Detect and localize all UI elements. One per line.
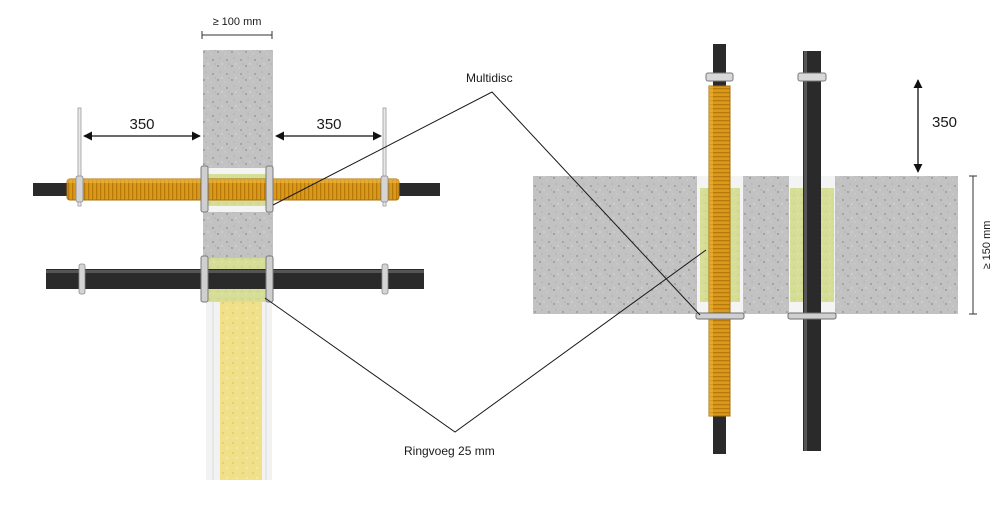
floor-collar-insulated (695, 312, 745, 320)
wall-thickness-label: ≥ 100 mm (213, 16, 262, 28)
floor-collar-bare (787, 312, 837, 320)
soft-insulation-wall (220, 302, 262, 480)
multidisc-leader (272, 91, 701, 316)
collar-right-bottom (265, 255, 274, 303)
hanger-rod-left (77, 107, 82, 207)
wall-section-view: ≥ 100 mm 350 (33, 16, 440, 480)
support-distance-left-label: 350 (129, 116, 154, 133)
collar-right-top (265, 165, 274, 213)
pipe-clip-right (381, 263, 389, 295)
floor-section-view: 350 ≥ 150 mm (533, 44, 993, 454)
hanger-rod-right (382, 107, 387, 207)
support-distance-vertical-label: 350 (932, 114, 957, 131)
multidisc-label: Multidisc (466, 71, 513, 85)
bare-pipe-bottom (46, 269, 424, 289)
callout-leaders (264, 91, 707, 433)
floor-thickness-label: ≥ 150 mm (981, 221, 993, 270)
ringvoeg-leader (264, 249, 707, 433)
concrete-floor (533, 176, 958, 314)
bare-pipe-vertical (803, 51, 821, 451)
ringvoeg-label: Ringvoeg 25 mm (404, 444, 495, 458)
pipe-clamp-insulated (705, 72, 734, 82)
collar-left-bottom (200, 255, 209, 303)
support-distance-right-label: 350 (316, 116, 341, 133)
pipe-clip-left (78, 263, 86, 295)
pipe-clamp-bare (797, 72, 827, 82)
collar-left-top (200, 165, 209, 213)
